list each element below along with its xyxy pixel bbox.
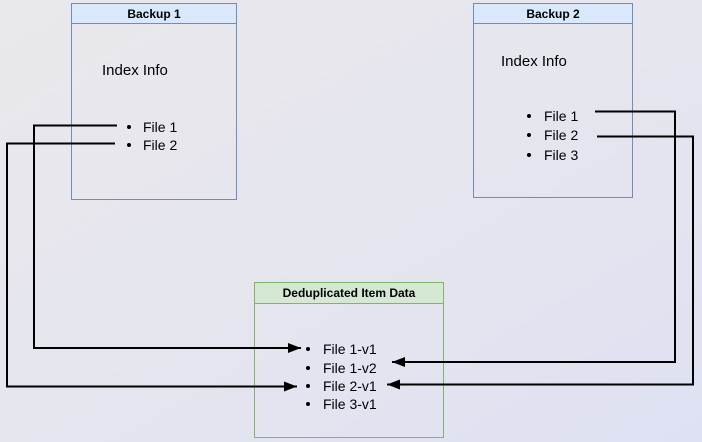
list-item: File 2 xyxy=(126,136,178,154)
dedup-item-list: File 1-v1 File 1-v2 File 2-v1 File 3-v1 xyxy=(306,340,377,414)
list-item: File 3 xyxy=(526,145,579,165)
backup2-index-info-label: Index Info xyxy=(501,53,567,70)
backup1-box: Backup 1 Index Info File 1 File 2 xyxy=(71,3,237,200)
bullet-icon xyxy=(126,143,131,147)
list-item: File 1 xyxy=(526,106,579,126)
file-label: File 1 xyxy=(544,107,579,124)
list-item: File 1-v1 xyxy=(306,340,377,358)
backup1-index-info-label: Index Info xyxy=(102,62,168,79)
dedup-header: Deduplicated Item Data xyxy=(255,283,443,304)
dedup-item-label: File 1-v2 xyxy=(323,359,377,376)
dedup-item-label: File 2-v1 xyxy=(323,377,377,394)
backup1-file-list: File 1 File 2 xyxy=(126,118,178,154)
file-label: File 3 xyxy=(544,146,579,163)
dedup-item-label: File 1-v1 xyxy=(323,341,377,358)
backup2-header: Backup 2 xyxy=(474,4,632,24)
bullet-icon xyxy=(526,152,531,157)
dedup-item-label: File 3-v1 xyxy=(323,396,377,413)
list-item: File 1-v2 xyxy=(306,358,377,376)
list-item: File 3-v1 xyxy=(306,395,377,413)
backup2-file-list: File 1 File 2 File 3 xyxy=(526,106,579,165)
bullet-icon xyxy=(526,113,531,118)
dedup-title: Deduplicated Item Data xyxy=(282,286,416,300)
file-label: File 1 xyxy=(143,119,178,135)
bullet-icon xyxy=(306,347,310,352)
bullet-icon xyxy=(306,383,310,388)
backup1-title: Backup 1 xyxy=(127,6,181,21)
file-label: File 2 xyxy=(544,127,579,144)
backup2-title: Backup 2 xyxy=(526,6,580,21)
dedup-box: Deduplicated Item Data File 1-v1 File 1-… xyxy=(254,282,444,438)
file-label: File 2 xyxy=(143,137,178,153)
list-item: File 2-v1 xyxy=(306,377,377,395)
bullet-icon xyxy=(306,365,310,370)
bullet-icon xyxy=(306,402,310,407)
list-item: File 2 xyxy=(526,126,579,146)
list-item: File 1 xyxy=(126,118,178,136)
bullet-icon xyxy=(126,125,131,129)
bullet-icon xyxy=(526,133,531,138)
backup2-box: Backup 2 Index Info File 1 File 2 File 3 xyxy=(473,3,633,198)
backup1-header: Backup 1 xyxy=(72,4,236,24)
